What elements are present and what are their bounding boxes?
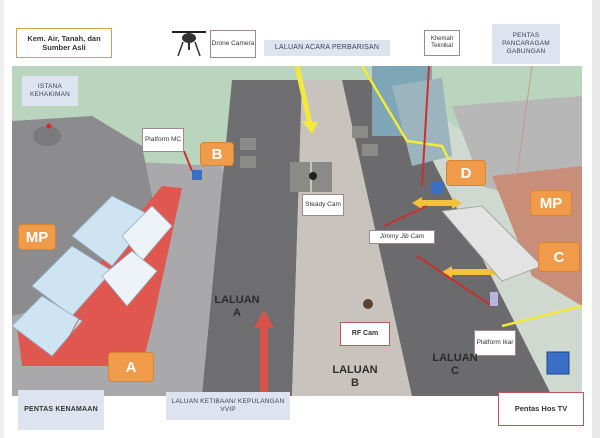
jimmy-jib-cam-label: Jimmy Jib Cam	[369, 230, 435, 244]
zone-mp-left-tag: MP	[18, 224, 56, 250]
platform-ikar-box	[490, 292, 498, 306]
lane-b-label: LALUAN B	[332, 364, 378, 389]
marching-block	[312, 162, 332, 192]
marching-block	[290, 162, 310, 192]
road-lane-c	[342, 80, 552, 396]
technical-tent-label: Khemah Teknikal	[424, 30, 460, 56]
camera-position-d	[431, 182, 443, 194]
tents	[12, 195, 173, 357]
zone-b-tag: B	[200, 142, 234, 166]
istana-kehakiman-label: ISTANA KEHAKIMAN	[22, 76, 78, 106]
steady-cam-operator	[309, 172, 317, 180]
platform-ikar-label: Platform Ikar	[474, 330, 516, 356]
vvip-route-arrow	[254, 310, 274, 396]
platform-mc-label: Platform MC	[142, 128, 184, 152]
band-stage-line	[516, 66, 533, 177]
callout-lines	[183, 66, 493, 307]
tent	[12, 295, 83, 357]
zone-mp-left-label: MP	[25, 228, 49, 246]
parade-route-arrow	[294, 66, 318, 134]
vehicles	[240, 126, 378, 192]
tv-host-stage-box	[546, 351, 570, 375]
boundary-line-right	[501, 304, 582, 328]
lane-c-label: LALUAN C	[432, 352, 478, 377]
zone-mp-right-label: MP	[539, 194, 563, 212]
zone-c-tag: C	[538, 242, 580, 272]
zone-c-label: C	[553, 248, 565, 266]
zone-a-tag: A	[108, 352, 154, 382]
rf-cam-operator	[363, 299, 373, 309]
left-edge	[0, 0, 4, 438]
lane-a-label: LALUAN A	[214, 294, 260, 319]
zone-a-label: A	[125, 358, 137, 376]
ministry-label: Kem. Air, Tanah, dan Sumber Asli	[16, 28, 112, 58]
rf-cam-label: RF Cam	[340, 322, 390, 346]
vehicle	[240, 138, 256, 150]
dome	[33, 126, 61, 146]
vvip-route-label: LALUAN KETIBAAN/ KEPULANGAN VVIP	[166, 392, 290, 420]
parade-scene: B D MP C MP A ISTANA KEHAKIMAN Platform …	[12, 66, 582, 396]
band-stage-label: PENTAS PANCARAGAM GABUNGAN	[492, 24, 560, 64]
glass-building	[392, 78, 452, 166]
tv-host-stage-label: Pentas Hos TV	[498, 392, 584, 426]
drone-icon	[170, 28, 208, 62]
zone-b-label: B	[211, 145, 223, 163]
drone-camera-label: Drone Camera	[210, 30, 256, 58]
istana-marker	[46, 123, 52, 129]
vehicle	[362, 144, 378, 156]
tent	[101, 250, 158, 307]
zone-d-tag: D	[446, 160, 486, 186]
parade-route-label: LALUAN ACARA PERBARISAN	[264, 40, 390, 56]
camera-position-b	[192, 170, 202, 180]
steady-cam-label: Steady Cam	[302, 194, 344, 216]
tent	[121, 205, 173, 262]
right-scrollbar[interactable]	[592, 0, 600, 438]
vip-stage-label: PENTAS KENAMAAN	[18, 390, 104, 430]
zone-d-label: D	[460, 164, 472, 182]
zone-mp-right-tag: MP	[530, 190, 572, 216]
vehicle	[352, 126, 368, 138]
vehicle	[240, 156, 256, 168]
road-lane-b	[292, 80, 412, 396]
vip-stage-line	[66, 303, 88, 342]
